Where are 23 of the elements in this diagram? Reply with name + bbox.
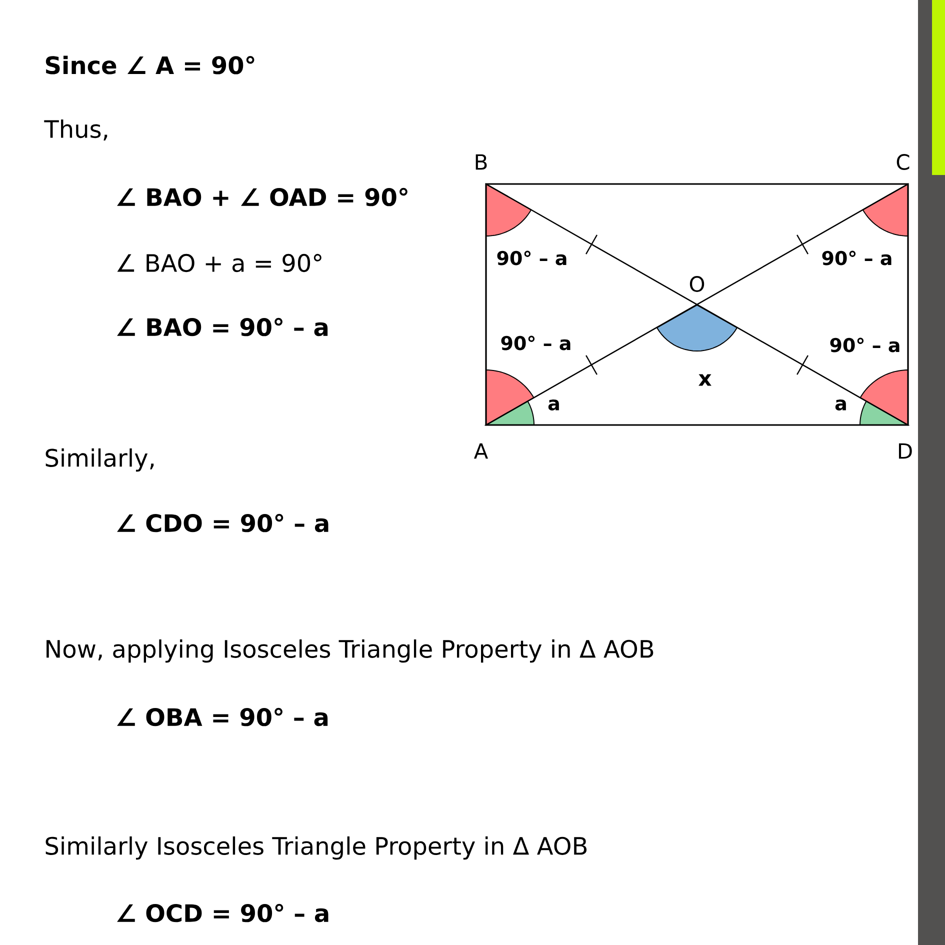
point-label: D [898, 443, 912, 459]
solution-line: ∠ BAO + ∠ OAD = 90° [117, 188, 408, 206]
solution-line: ∠ OBA = 90° – a [117, 708, 328, 726]
solution-line: ∠ BAO = 90° – a [117, 318, 328, 336]
angle-label: a [548, 400, 559, 410]
solution-line: ∠ BAO + a = 90° [117, 254, 322, 272]
solution-line: Since ∠ A = 90° [46, 56, 254, 74]
point-label: A [474, 443, 488, 459]
point-label: B [476, 154, 487, 170]
solution-line: Now, applying Isosceles Triangle Property in Δ AOB [46, 639, 654, 663]
angle-label: x [698, 374, 712, 386]
angle-label: 90° – a [497, 250, 566, 266]
angle-label: 90° – a [501, 336, 570, 350]
solution-line: ∠ CDO = 90° – a [117, 514, 328, 532]
solution-line: Thus, [44, 120, 108, 141]
solution-line: ∠ OCD = 90° – a [117, 904, 328, 922]
solution-line: Similarly, [46, 448, 154, 472]
angle-label: a [835, 400, 846, 410]
angle-label: 90° – a [830, 338, 900, 352]
angle-label: 90° – a [822, 250, 892, 266]
point-label: O [690, 276, 704, 292]
solution-line: Similarly Isosceles Triangle Property in Δ AOB [46, 836, 587, 860]
point-label: C [896, 154, 910, 170]
